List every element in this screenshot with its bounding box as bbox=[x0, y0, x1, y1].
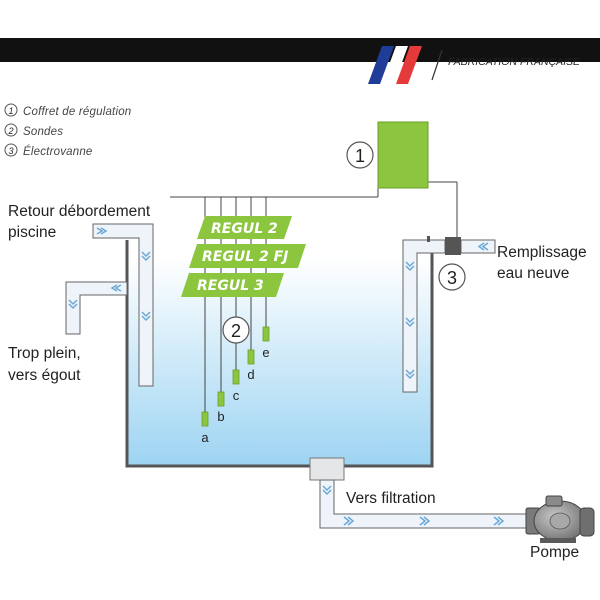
legend: 1 Coffret de régulation 2 Sondes 3 Élect… bbox=[4, 103, 131, 158]
svg-text:a: a bbox=[201, 430, 209, 445]
fabrication-label: FABRICATION FRANÇAISE bbox=[448, 56, 581, 68]
probe-e: e bbox=[262, 326, 270, 360]
regul-badge-3: REGUL 3 bbox=[181, 273, 284, 297]
pompe-label: Pompe bbox=[530, 544, 579, 561]
svg-text:3: 3 bbox=[8, 146, 13, 156]
remplissage-label-line2: eau neuve bbox=[497, 265, 569, 282]
legend-label-1: Coffret de régulation bbox=[23, 106, 131, 118]
flow-arrow-icon bbox=[322, 485, 332, 492]
svg-text:REGUL 2 FJ: REGUL 2 FJ bbox=[202, 249, 288, 265]
retour-label-line1: Retour débordement bbox=[8, 203, 151, 220]
pump-icon bbox=[525, 495, 595, 543]
legend-item-2: 2 Sondes bbox=[4, 123, 63, 138]
flow-arrow-icon bbox=[481, 242, 489, 251]
pipe-filtration bbox=[309, 457, 541, 529]
remplissage-label-line1: Remplissage bbox=[497, 244, 587, 261]
callout-3: 3 bbox=[438, 263, 466, 291]
tank bbox=[125, 240, 434, 468]
flag-icon bbox=[368, 46, 422, 84]
valve-icon bbox=[445, 237, 461, 255]
svg-text:3: 3 bbox=[447, 268, 457, 288]
probe-b: b bbox=[217, 391, 225, 424]
svg-text:REGUL 2: REGUL 2 bbox=[211, 221, 278, 237]
probes: a b c d e 2 bbox=[201, 316, 270, 445]
pipe-trop-plein bbox=[65, 281, 128, 335]
flow-arrow-icon bbox=[96, 227, 104, 235]
header-black-bar bbox=[0, 38, 600, 62]
svg-text:d: d bbox=[247, 367, 254, 382]
water-body bbox=[127, 258, 432, 466]
svg-text:2: 2 bbox=[7, 126, 13, 136]
retour-label-line2: piscine bbox=[8, 224, 56, 241]
flow-arrow-icon bbox=[141, 251, 151, 258]
outlet-box bbox=[309, 457, 345, 481]
trop-plein-label-line2: vers égout bbox=[8, 367, 81, 384]
svg-text:1: 1 bbox=[8, 106, 13, 116]
pipe-retour bbox=[92, 223, 154, 387]
legend-label-3: Électrovanne bbox=[23, 145, 93, 158]
legend-label-2: Sondes bbox=[23, 126, 63, 138]
pipe-remplissage bbox=[402, 236, 496, 393]
svg-text:2: 2 bbox=[231, 321, 241, 341]
svg-text:c: c bbox=[233, 388, 240, 403]
probe-c: c bbox=[232, 369, 240, 403]
callout-1: 1 bbox=[346, 141, 374, 169]
legend-item-3: 3 Électrovanne bbox=[4, 143, 93, 158]
regul-badges: REGUL 2 REGUL 2 FJ REGUL 3 bbox=[181, 216, 306, 297]
svg-text:b: b bbox=[217, 409, 224, 424]
regul-badge-2: REGUL 2 FJ bbox=[189, 244, 306, 268]
flow-arrow-icon bbox=[114, 284, 122, 292]
tank-walls bbox=[125, 240, 434, 468]
legend-item-1: 1 Coffret de régulation bbox=[4, 103, 131, 118]
trop-plein-label-line1: Trop plein, bbox=[8, 345, 81, 362]
labels: Retour débordement piscine Trop plein, v… bbox=[8, 203, 587, 561]
regul-badge-1: REGUL 2 bbox=[197, 216, 292, 239]
probe-d: d bbox=[247, 349, 255, 382]
svg-text:1: 1 bbox=[355, 146, 365, 166]
probe-a: a bbox=[201, 411, 209, 445]
header: FABRICATION FRANÇAISE bbox=[0, 38, 600, 84]
callout-2: 2 bbox=[222, 316, 250, 344]
control-box bbox=[377, 121, 429, 189]
svg-text:e: e bbox=[262, 345, 269, 360]
filtration-label: Vers filtration bbox=[346, 490, 436, 507]
svg-text:REGUL 3: REGUL 3 bbox=[197, 278, 264, 294]
